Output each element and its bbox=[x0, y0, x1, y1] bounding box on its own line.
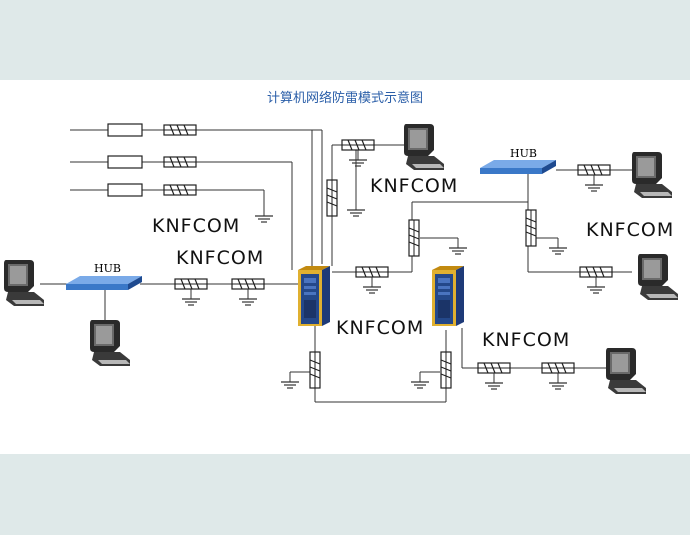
surge-arrester bbox=[541, 362, 575, 374]
hub-left-label: HUB bbox=[94, 262, 121, 275]
computer-icon bbox=[606, 348, 646, 394]
surge-arrester bbox=[341, 139, 375, 151]
ground-symbol bbox=[362, 276, 382, 294]
brand-label: KNFCOM bbox=[586, 219, 674, 241]
ground-symbol bbox=[410, 371, 430, 389]
surge-arrester bbox=[577, 164, 611, 176]
surge-arrester bbox=[525, 209, 537, 247]
surge-arrester bbox=[408, 219, 420, 257]
computer-icon bbox=[90, 320, 130, 366]
hub-right bbox=[480, 160, 556, 174]
resistor bbox=[107, 155, 143, 169]
hub-right-label: HUB bbox=[510, 147, 537, 160]
computer-icon bbox=[404, 124, 444, 170]
ground-symbol bbox=[484, 372, 504, 390]
surge-arrester bbox=[579, 266, 613, 278]
wiring bbox=[40, 129, 632, 403]
computer-icon bbox=[4, 260, 44, 306]
surge-arrester bbox=[163, 124, 197, 136]
ground-symbol bbox=[548, 237, 568, 255]
resistor-group bbox=[107, 123, 143, 197]
resistor bbox=[107, 183, 143, 197]
surge-arrester bbox=[355, 266, 389, 278]
server-2 bbox=[432, 266, 464, 326]
computer-icon bbox=[632, 152, 672, 198]
ground-symbol bbox=[254, 205, 274, 223]
surge-arrester bbox=[440, 351, 452, 389]
ground-symbol bbox=[448, 237, 468, 255]
ground-symbol bbox=[584, 174, 604, 192]
diagram-title: 计算机网络防雷模式示意图 bbox=[266, 91, 423, 106]
brand-label: KNFCOM bbox=[370, 175, 458, 197]
ground-symbol bbox=[348, 149, 368, 167]
ground-symbol bbox=[181, 288, 201, 306]
brand-label: KNFCOM bbox=[482, 329, 570, 351]
surge-arrester bbox=[163, 184, 197, 196]
surge-arrester bbox=[174, 278, 208, 290]
surge-arrester bbox=[163, 156, 197, 168]
surge-arrester bbox=[231, 278, 265, 290]
brand-label: KNFCOM bbox=[176, 247, 264, 269]
brand-label: KNFCOM bbox=[152, 215, 240, 237]
computer-icon bbox=[638, 254, 678, 300]
resistor bbox=[107, 123, 143, 137]
ground-symbol bbox=[586, 276, 606, 294]
ground-symbol bbox=[346, 199, 366, 217]
brand-label: KNFCOM bbox=[336, 317, 424, 339]
surge-arrester bbox=[477, 362, 511, 374]
ground-symbol bbox=[238, 288, 258, 306]
surge-arrester bbox=[309, 351, 321, 389]
ground-symbol bbox=[280, 371, 300, 389]
server-1 bbox=[298, 266, 330, 326]
ground-symbol bbox=[548, 372, 568, 390]
surge-arrester bbox=[326, 179, 338, 217]
hub-left bbox=[66, 276, 142, 290]
